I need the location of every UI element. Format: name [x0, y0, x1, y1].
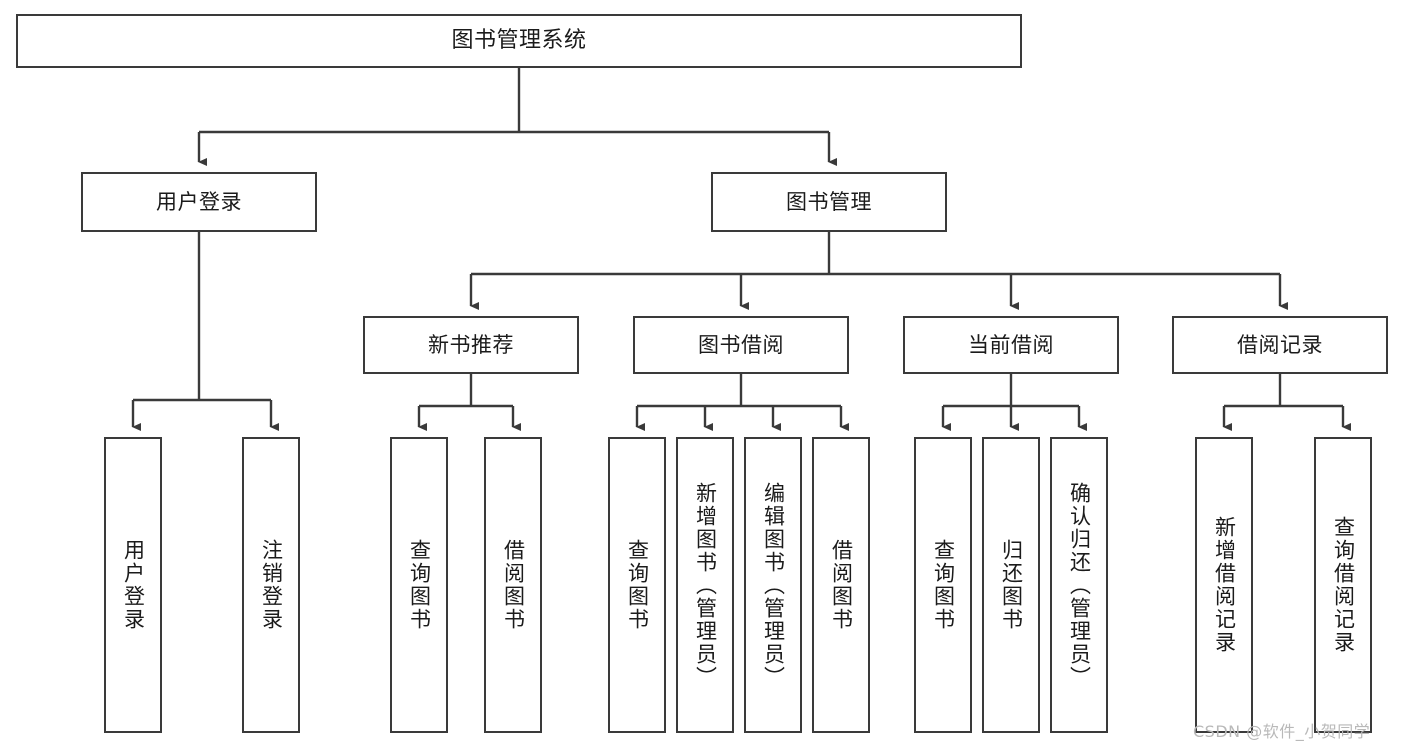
node-label: 当前借阅 [968, 332, 1054, 357]
node-leaf-confirm-return[interactable]: 确认归还（管理员） [1050, 437, 1108, 733]
node-leaf-add-record[interactable]: 新增借阅记录 [1195, 437, 1253, 733]
node-leaf-logout[interactable]: 注销登录 [242, 437, 300, 733]
node-leaf-query-book-1[interactable]: 查询图书 [390, 437, 448, 733]
node-label: 图书管理系统 [451, 28, 587, 54]
node-label: 用户登录 [121, 539, 146, 631]
node-leaf-add-book[interactable]: 新增图书（管理员） [676, 437, 734, 733]
node-new-book-recommend[interactable]: 新书推荐 [363, 316, 579, 374]
node-label: 注销登录 [259, 539, 284, 631]
node-label: 查询图书 [407, 539, 432, 631]
node-label: 编辑图书（管理员） [761, 481, 786, 689]
node-label: 借阅图书 [829, 539, 854, 631]
node-book-borrow[interactable]: 图书借阅 [633, 316, 849, 374]
node-leaf-borrow-book-2[interactable]: 借阅图书 [812, 437, 870, 733]
node-leaf-query-book-2[interactable]: 查询图书 [608, 437, 666, 733]
node-leaf-query-record[interactable]: 查询借阅记录 [1314, 437, 1372, 733]
node-leaf-query-book-3[interactable]: 查询图书 [914, 437, 972, 733]
node-label: 新增借阅记录 [1212, 516, 1237, 654]
node-label: 借阅图书 [501, 539, 526, 631]
watermark-label: CSDN @软件_小贺同学 [1193, 722, 1371, 741]
node-label: 查询借阅记录 [1331, 516, 1356, 654]
node-leaf-return-book[interactable]: 归还图书 [982, 437, 1040, 733]
node-leaf-borrow-book-1[interactable]: 借阅图书 [484, 437, 542, 733]
node-label: 用户登录 [156, 189, 242, 214]
node-label: 确认归还（管理员） [1067, 481, 1092, 689]
node-label: 借阅记录 [1237, 332, 1323, 357]
node-book-manage[interactable]: 图书管理 [711, 172, 947, 232]
node-label: 图书管理 [786, 189, 872, 214]
node-label: 查询图书 [931, 539, 956, 631]
node-user-login[interactable]: 用户登录 [81, 172, 317, 232]
node-leaf-edit-book[interactable]: 编辑图书（管理员） [744, 437, 802, 733]
node-label: 归还图书 [999, 539, 1024, 631]
node-label: 图书借阅 [698, 332, 784, 357]
node-borrow-record[interactable]: 借阅记录 [1172, 316, 1388, 374]
node-label: 新书推荐 [428, 332, 514, 357]
node-label: 新增图书（管理员） [693, 481, 718, 689]
node-root[interactable]: 图书管理系统 [16, 14, 1022, 68]
node-label: 查询图书 [625, 539, 650, 631]
node-current-borrow[interactable]: 当前借阅 [903, 316, 1119, 374]
node-leaf-user-login[interactable]: 用户登录 [104, 437, 162, 733]
